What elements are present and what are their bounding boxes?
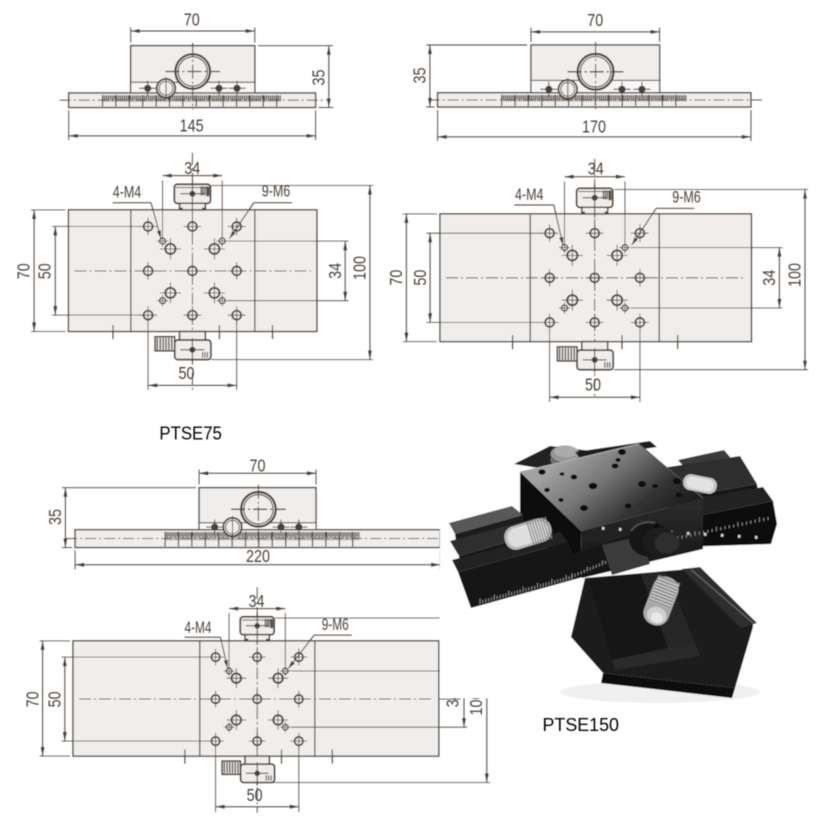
svg-text:70: 70 <box>587 10 603 30</box>
svg-text:100: 100 <box>350 256 370 280</box>
svg-text:PTSE75: PTSE75 <box>159 423 222 444</box>
svg-text:34: 34 <box>588 159 604 179</box>
svg-text:50: 50 <box>45 691 65 707</box>
svg-text:34: 34 <box>325 263 345 279</box>
svg-text:4-M4: 4-M4 <box>185 619 212 637</box>
svg-text:145: 145 <box>180 115 204 135</box>
svg-text:70: 70 <box>22 691 42 707</box>
svg-text:100: 100 <box>785 263 805 287</box>
svg-text:9-M6: 9-M6 <box>262 183 291 201</box>
svg-text:70: 70 <box>184 9 200 29</box>
svg-text:35: 35 <box>45 509 65 525</box>
svg-text:4-M4: 4-M4 <box>515 186 544 204</box>
svg-text:50: 50 <box>35 263 55 279</box>
svg-text:34: 34 <box>249 591 265 611</box>
svg-text:50: 50 <box>410 269 430 285</box>
svg-text:220: 220 <box>246 546 270 566</box>
svg-text:70: 70 <box>250 455 266 475</box>
svg-text:9-M6: 9-M6 <box>672 188 701 206</box>
svg-text:50: 50 <box>247 785 263 805</box>
svg-text:50: 50 <box>179 363 195 383</box>
svg-text:4-M4: 4-M4 <box>113 184 142 202</box>
svg-text:34: 34 <box>184 158 200 178</box>
svg-text:34: 34 <box>759 270 779 286</box>
svg-text:PTSE150: PTSE150 <box>543 714 620 735</box>
svg-text:35: 35 <box>410 68 430 84</box>
svg-text:35: 35 <box>308 70 328 86</box>
svg-text:70: 70 <box>386 269 406 285</box>
svg-text:9-M6: 9-M6 <box>322 616 349 634</box>
svg-text:170: 170 <box>582 117 606 137</box>
svg-text:50: 50 <box>585 374 601 394</box>
svg-text:70: 70 <box>14 263 34 279</box>
